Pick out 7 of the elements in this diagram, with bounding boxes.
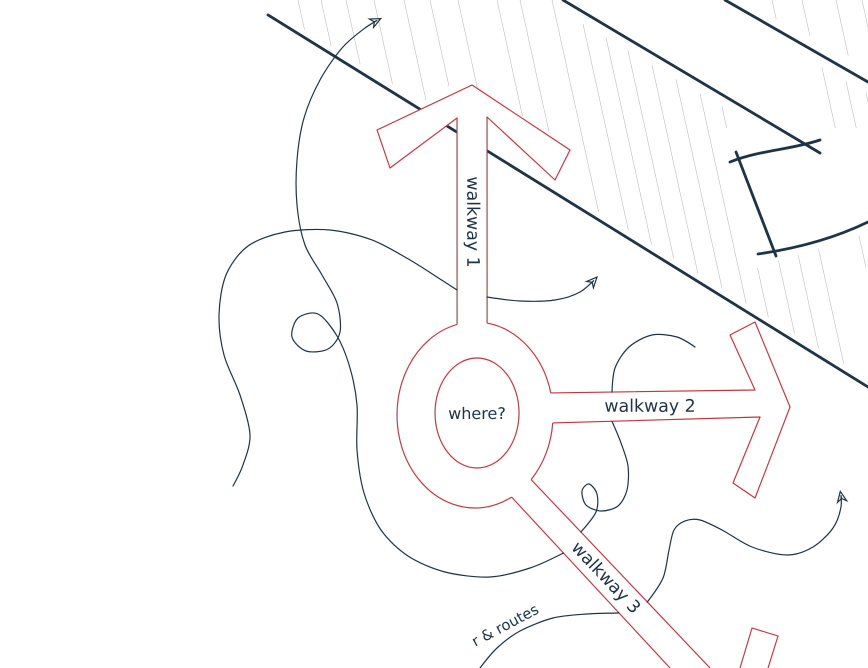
roundabout: where?: [396, 322, 554, 509]
route-line: [218, 228, 458, 487]
route-arrow: [486, 276, 598, 302]
route-line: [611, 334, 696, 393]
route-arrow: [291, 18, 564, 578]
route-line: [479, 612, 620, 668]
route-line: [580, 420, 630, 533]
